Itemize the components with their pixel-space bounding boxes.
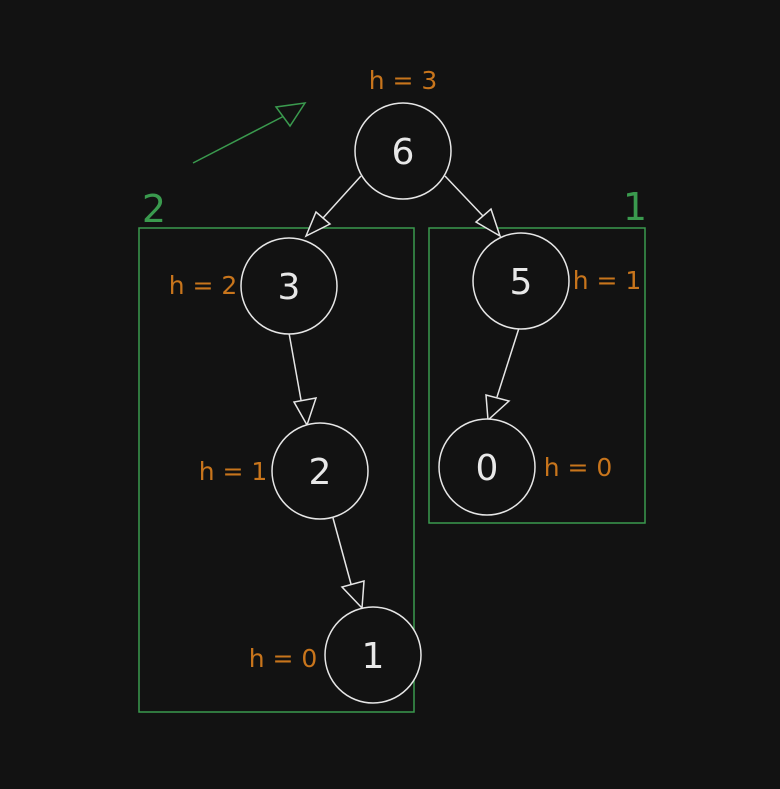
edge-6-3 [304,175,362,238]
pointer-arrow-head [274,102,307,128]
node-label: 0 [476,448,499,489]
height-label-node-6: h = 3 [369,66,438,95]
height-label-node-1: h = 0 [249,644,318,673]
right-subtree-label: 1 [623,185,647,229]
node-label: 1 [362,636,385,677]
edge-3-2 [288,332,318,427]
edge-2-1 [332,517,365,610]
node-label: 6 [392,132,415,173]
node-label: 3 [278,267,301,308]
tree-node-5: 5 [472,232,570,330]
node-label: 2 [309,452,332,493]
tree-node-2: 2 [271,422,369,520]
left-subtree-box [138,227,415,713]
pointer-arrow-line [192,114,287,164]
height-label-node-3: h = 2 [169,271,238,300]
tree-node-6: 6 [354,102,452,200]
right-subtree-box [428,227,646,524]
edge-5-0 [485,327,520,422]
edge-6-5 [444,175,502,238]
height-label-node-2: h = 1 [199,457,268,486]
tree-node-1: 1 [324,606,422,704]
height-label-node-0: h = 0 [544,453,613,482]
tree-node-0: 0 [438,418,536,516]
tree-node-3: 3 [240,237,338,335]
left-subtree-label: 2 [142,187,166,231]
height-label-node-5: h = 1 [573,266,642,295]
node-label: 5 [510,262,533,303]
